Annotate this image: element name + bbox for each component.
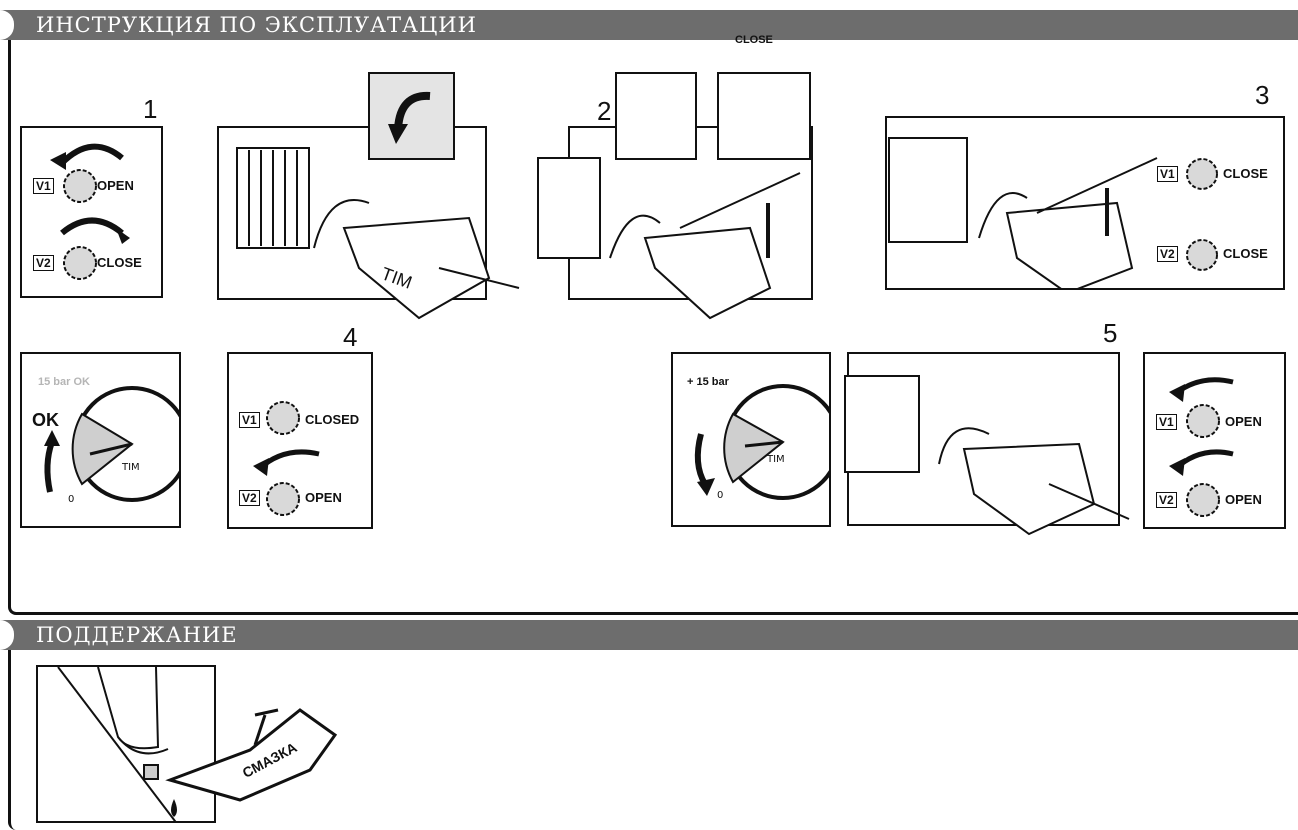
step5-valve-art	[1169, 377, 1234, 517]
step-number-1: 1	[143, 94, 158, 124]
gauge5-zero-label: 0	[717, 490, 724, 501]
step-number-4: 4	[343, 322, 358, 352]
step1-valve-art	[50, 143, 130, 280]
header-notch	[0, 10, 14, 40]
gauge5-tim-label: TIM	[767, 454, 785, 465]
step-number-3: 3	[1255, 80, 1270, 110]
plus-bar-label: + 15 bar	[687, 376, 729, 388]
grease-gun-icon	[165, 708, 338, 802]
step5-v1-tag: V1	[1156, 414, 1177, 430]
step4-v1-tag: V1	[239, 412, 260, 428]
maintenance-detail	[36, 665, 216, 823]
maintenance-title: ПОДДЕРЖАНИЕ	[36, 623, 238, 647]
instructions-title: ИНСТРУКЦИЯ ПО ЭКСПЛУАТАЦИИ	[36, 13, 477, 37]
step5-valve-panel: V1 OPEN V2 OPEN	[1143, 352, 1286, 529]
radiator-pump-art-3	[888, 137, 1218, 288]
step4-closed-label: CLOSED	[305, 412, 360, 427]
gauge-tim-label: TIM	[122, 462, 140, 473]
ok-label: OK	[32, 410, 59, 430]
step1-valve-detail	[368, 72, 455, 160]
instructions-header: ИНСТРУКЦИЯ ПО ЭКСПЛУАТАЦИИ	[0, 10, 1298, 40]
step2-detail-right	[717, 72, 811, 160]
step3-v2-tag: V2	[1157, 246, 1178, 262]
step4-open-label: OPEN	[305, 490, 342, 505]
step1-open-label: OPEN	[97, 178, 134, 193]
header-notch-2	[0, 620, 14, 650]
step2-detail-left	[615, 72, 697, 160]
step3-close-label-1: CLOSE	[1223, 166, 1268, 181]
grease-gun: СМАЗКА	[160, 690, 360, 810]
radiator-pump-art-1	[236, 147, 520, 320]
step1-close-label: CLOSE	[97, 255, 142, 270]
v1-tag: V1	[33, 178, 54, 194]
radiator-pump-art-5	[844, 375, 1130, 536]
step5-v2-tag: V2	[1156, 492, 1177, 508]
bar-ok-label: 15 bar OK	[38, 376, 90, 388]
step-number-5: 5	[1103, 318, 1118, 348]
step4-valve-art	[253, 401, 320, 516]
step3-pump-panel: V1 CLOSE V2 CLOSE	[885, 116, 1285, 290]
step4-v2-tag: V2	[239, 490, 260, 506]
step5-open-label-1: OPEN	[1225, 414, 1262, 429]
instructions-frame	[8, 40, 1298, 615]
rotate-arrow-icon	[388, 91, 431, 144]
step3-close-label-2: CLOSE	[1223, 246, 1268, 261]
step4-valve-panel: V1 CLOSED V2 OPEN	[227, 352, 373, 529]
lubrication-point-art	[57, 667, 177, 821]
pressure-gauge-art-4	[44, 386, 179, 502]
step4-gauge-panel: 15 bar OK OK TIM 0	[20, 352, 181, 528]
pressure-gauge-art-5	[694, 384, 829, 500]
step1-valve-panel: V1 OPEN V2 CLOSE	[20, 126, 163, 298]
maintenance-frame	[8, 650, 1298, 830]
step-number-2: 2	[597, 96, 612, 126]
step5-gauge-panel: + 15 bar TIM 0	[671, 352, 831, 527]
maintenance-header: ПОДДЕРЖАНИЕ	[0, 620, 1298, 650]
top-close-label: CLOSE	[735, 34, 773, 46]
v2-tag: V2	[33, 255, 54, 271]
gauge-zero-label: 0	[68, 494, 75, 505]
step3-v1-tag: V1	[1157, 166, 1178, 182]
step5-open-label-2: OPEN	[1225, 492, 1262, 507]
step5-pump-panel	[844, 352, 1130, 536]
radiator-pump-art-2	[537, 157, 801, 320]
